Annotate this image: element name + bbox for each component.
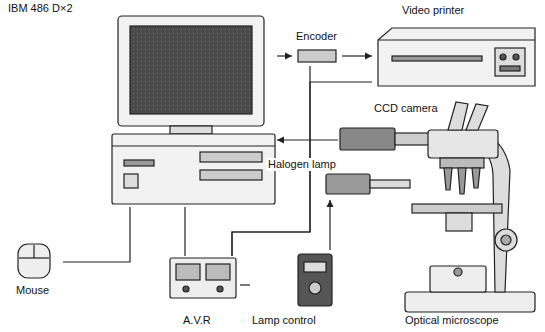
avr-unit-node: A.V.R (165, 256, 240, 328)
microscope-head (428, 130, 498, 158)
case-panel (124, 160, 154, 166)
mouse-node: Mouse (8, 240, 63, 298)
objective (472, 168, 480, 188)
computer-node: IBM 486 D×2 (5, 0, 277, 207)
eyepiece (448, 102, 468, 130)
illuminator (430, 266, 486, 292)
connector (277, 139, 338, 140)
device-label: CCD camera (374, 102, 438, 115)
connector (240, 284, 250, 285)
arrow-head-end (277, 137, 284, 144)
lamp-control-node: Lamp control (250, 250, 338, 330)
optical-microscope-node: Optical microscope (395, 158, 540, 328)
monitor-screen (130, 26, 252, 114)
stage (412, 204, 502, 213)
halogen-lamp-node: Halogen lamp (262, 158, 382, 200)
objective (458, 168, 466, 194)
encoder-node: Encoder (292, 30, 342, 66)
monitor-stand (170, 126, 212, 134)
focus-knob (495, 229, 517, 251)
connector (63, 207, 130, 262)
mouse-body (18, 244, 50, 278)
video-printer-node: Video printer (372, 2, 540, 90)
device-label: Optical microscope (405, 314, 499, 327)
device-label: Halogen lamp (266, 158, 338, 171)
device-label: Lamp control (252, 314, 316, 327)
ccd-camera (340, 128, 395, 150)
ccd-camera-node: CCD camera (338, 100, 442, 154)
device-label: A.V.R (183, 314, 211, 327)
objective (444, 168, 452, 190)
printer-panel (495, 48, 525, 76)
avr-meter (206, 264, 230, 280)
device-label: IBM 486 D×2 (8, 2, 73, 15)
connector (329, 200, 330, 250)
arrow-head-end (365, 53, 372, 60)
avr-meter (176, 264, 200, 280)
disk-drive (200, 170, 262, 180)
condenser (446, 213, 472, 231)
eyepiece (466, 104, 488, 130)
avr-unit (170, 258, 236, 298)
device-label: Mouse (16, 284, 49, 297)
encoder-box (298, 50, 336, 62)
nosepiece (440, 158, 484, 168)
arrow-head-end (327, 200, 334, 207)
printer-slot (392, 56, 482, 61)
device-label: Video printer (402, 4, 464, 17)
disk-drive (200, 152, 262, 162)
printer-body (378, 28, 535, 86)
microscope-base (405, 292, 535, 312)
connector (232, 82, 372, 256)
monitor (118, 16, 264, 126)
device-label: Encoder (296, 30, 337, 43)
arrow-head-end (285, 53, 292, 60)
connector (184, 207, 185, 256)
halogen-lamp (326, 174, 370, 194)
computer-case (112, 134, 275, 204)
lamp-control-unit (298, 254, 332, 306)
power-button (124, 174, 138, 188)
